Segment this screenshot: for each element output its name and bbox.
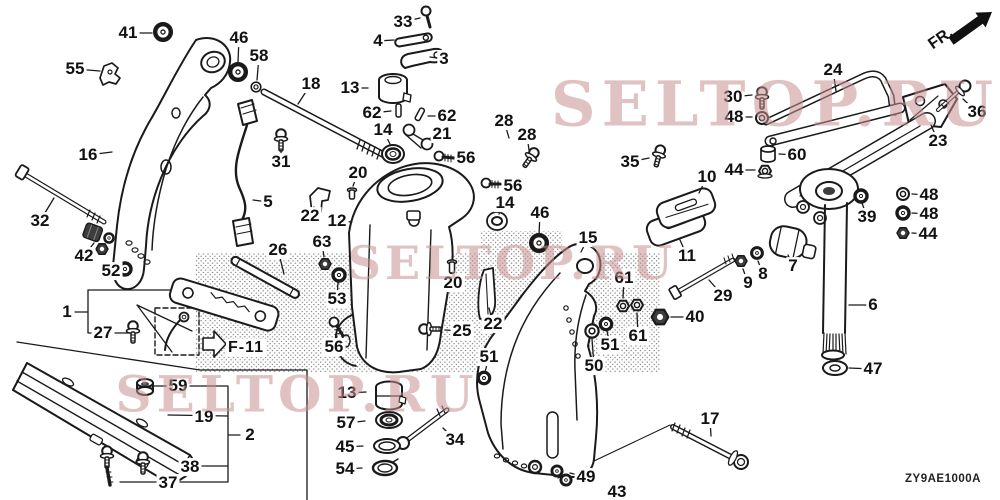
- watermark-2: SELTOP.RU: [347, 236, 677, 290]
- leader-54: [344, 467, 363, 470]
- watermark-1: SELTOP.RU: [550, 67, 1000, 141]
- watermark-3: SELTOP.RU: [115, 364, 479, 424]
- bolt-36: [936, 79, 972, 112]
- stem-bearing-stack: [371, 380, 407, 477]
- leader-55: [74, 68, 101, 72]
- mount-frame-plate: [168, 277, 280, 332]
- leader-45: [344, 445, 364, 448]
- leader-39: [861, 202, 868, 218]
- leader-28: [503, 120, 510, 139]
- leader-28: [526, 134, 530, 151]
- leader-8: [757, 260, 764, 275]
- small-fasteners: [95, 0, 911, 487]
- leader-18: [297, 83, 312, 105]
- leader-42: [83, 242, 95, 257]
- bolt-29: [668, 253, 736, 300]
- leader-58: [256, 55, 260, 81]
- detail-ref-label: F-11: [225, 339, 267, 357]
- leader-60: [778, 153, 798, 156]
- stern-bracket-left: [111, 37, 232, 291]
- leader-44: [911, 232, 929, 235]
- bolt-17: [670, 422, 749, 470]
- leader-47: [848, 367, 874, 370]
- leader-21: [427, 133, 443, 140]
- detail-box-f11: [154, 307, 227, 358]
- distance-bar: [230, 255, 300, 299]
- leader-14: [382, 129, 391, 145]
- leader-16: [87, 151, 113, 156]
- leader-5: [252, 199, 269, 203]
- leader-46: [237, 37, 240, 63]
- bolt-32: [14, 164, 107, 243]
- leader-48: [911, 193, 930, 196]
- tilt-tube-assembly: [762, 70, 958, 147]
- leader-33: [402, 17, 421, 23]
- anode-plates: [645, 187, 717, 247]
- leader-34: [442, 427, 456, 441]
- clamp-lever-parts: [378, 5, 445, 122]
- swivel-arm: [784, 112, 936, 361]
- leader-9: [742, 268, 749, 284]
- stern-bracket-right: [476, 242, 602, 478]
- swivel-case: [334, 162, 475, 374]
- leader-20: [352, 172, 359, 187]
- leader-11: [679, 239, 688, 257]
- leader-29: [708, 279, 724, 297]
- sensor-cable: [232, 99, 258, 247]
- detail-arrow-icon: [202, 330, 227, 358]
- rubber-mount: [768, 225, 817, 260]
- leader-48: [911, 212, 930, 215]
- leader-32: [39, 197, 55, 222]
- fr-arrow-icon: [948, 12, 992, 45]
- leader-4: [377, 39, 395, 42]
- leader-17: [709, 418, 712, 437]
- diagram-code: ZY9AE1000A: [905, 473, 981, 485]
- leader-35: [629, 157, 650, 163]
- leader-62: [371, 110, 392, 114]
- leader-12: [336, 220, 353, 223]
